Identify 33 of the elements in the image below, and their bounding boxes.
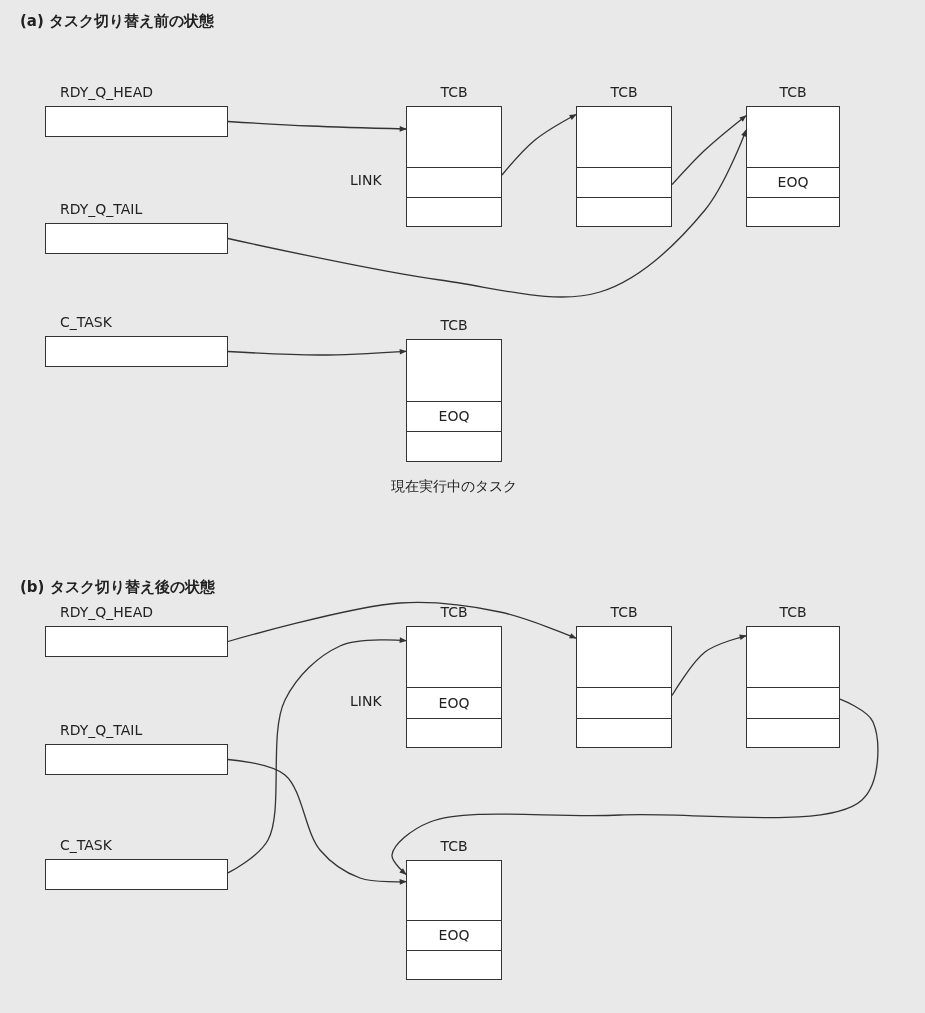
field-label: LINK (350, 172, 382, 188)
variable-name: RDY_Q_HEAD (60, 83, 154, 102)
arrow (671, 115, 747, 186)
block-heading: TCB (440, 316, 468, 335)
panel-title: (b) タスク切り替え後の状態 (20, 578, 215, 597)
arrow (501, 113, 577, 176)
block-heading: TCB (440, 837, 468, 856)
block-heading: TCB (610, 83, 638, 102)
block-heading: TCB (440, 83, 468, 102)
variable-name: RDY_Q_TAIL (60, 200, 143, 219)
arrow (671, 634, 747, 697)
arrow (227, 601, 577, 643)
block-heading: TCB (610, 603, 638, 622)
block-heading: TCB (440, 603, 468, 622)
panel-title: (a) タスク切り替え前の状態 (20, 12, 215, 31)
arrow (227, 348, 407, 356)
block-heading: TCB (779, 83, 807, 102)
row-value: EOQ (437, 407, 471, 426)
row-value: EOQ (437, 694, 471, 713)
variable-name: C_TASK (60, 836, 112, 855)
variable-name: RDY_Q_TAIL (60, 721, 143, 740)
arrow (227, 129, 747, 298)
variable-name: C_TASK (60, 313, 112, 332)
variable-name: RDY_Q_HEAD (60, 603, 154, 622)
arrow (391, 698, 879, 876)
block-heading: TCB (779, 603, 807, 622)
arrow (227, 120, 407, 132)
row-value: EOQ (776, 173, 810, 192)
node-label: 現在実行中のタスク (391, 478, 517, 496)
row-value: EOQ (437, 926, 471, 945)
arrow (227, 637, 407, 874)
arrow (227, 758, 407, 885)
field-label: LINK (350, 693, 382, 709)
